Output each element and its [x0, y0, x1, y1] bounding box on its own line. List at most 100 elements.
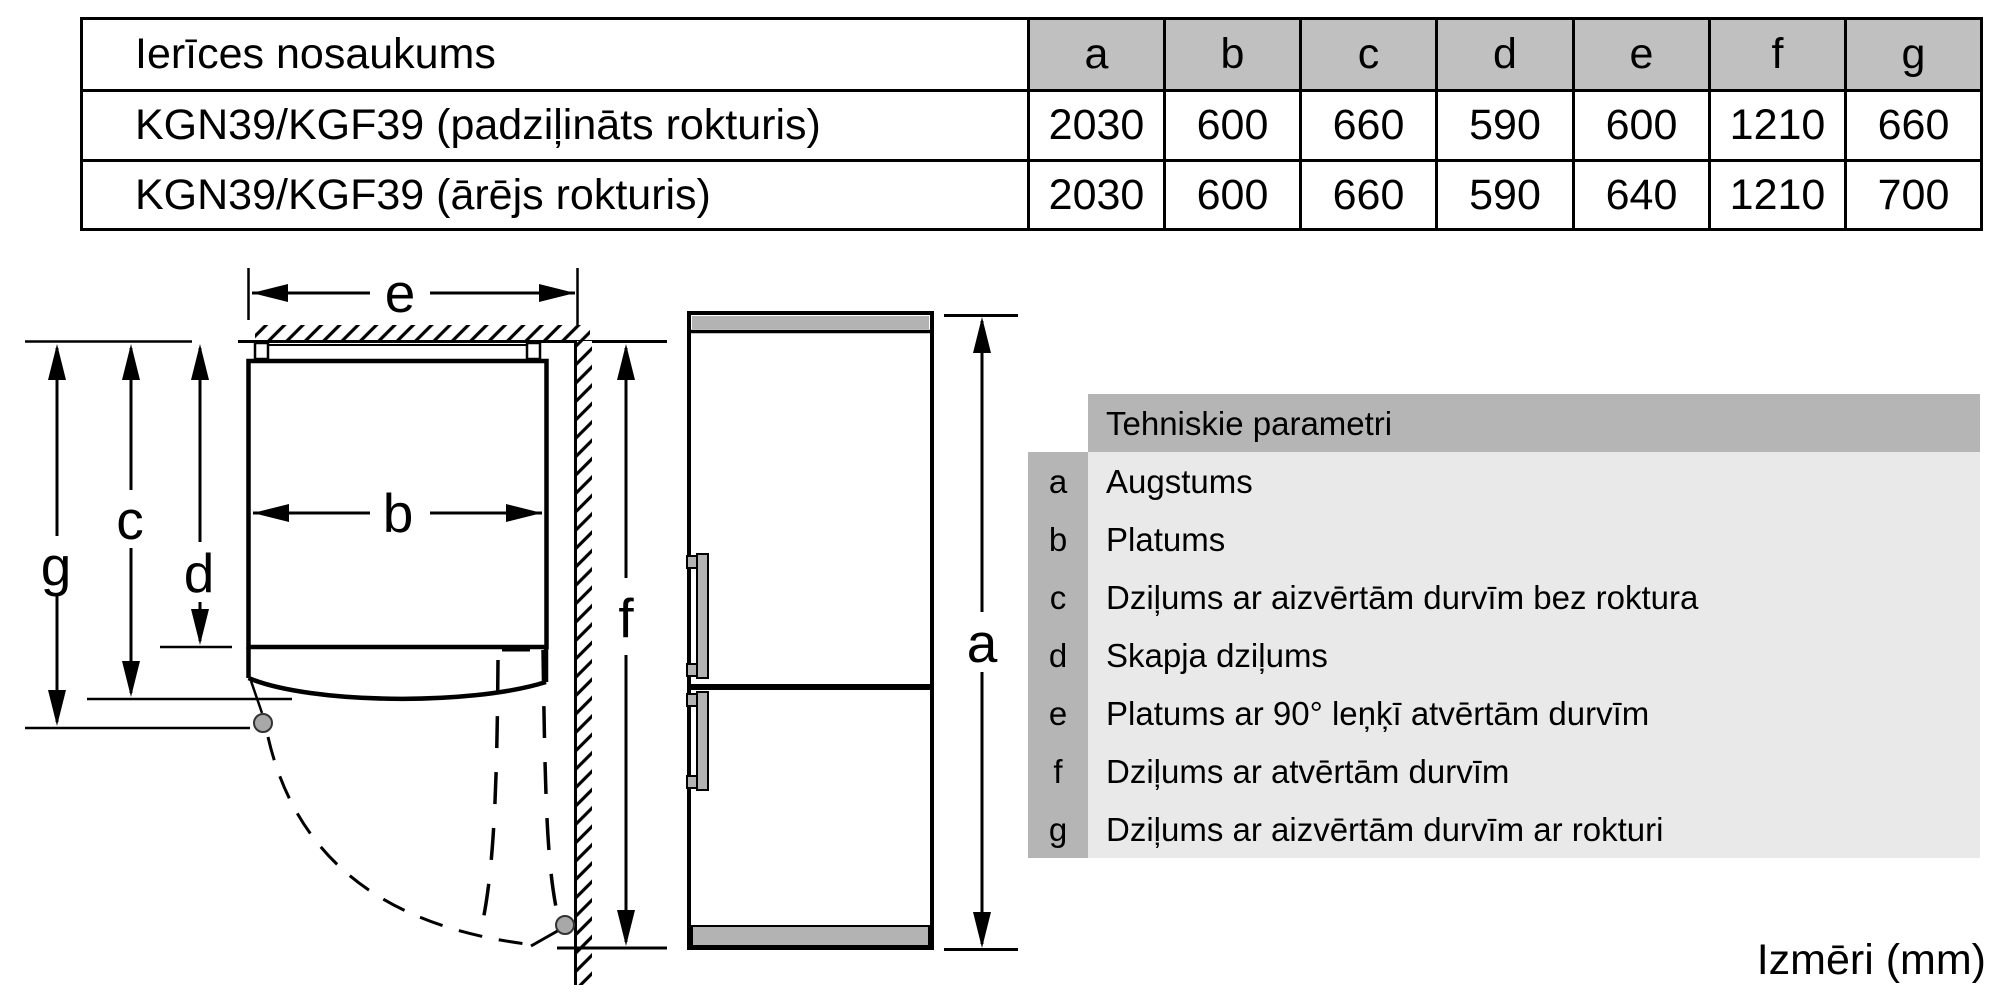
legend-label: Dziļums ar aizvērtām durvīm bez roktura	[1088, 568, 1980, 626]
label-d: d	[184, 542, 215, 604]
legend-row: c Dziļums ar aizvērtām durvīm bez roktur…	[1028, 568, 1980, 626]
open-door-face-outer	[477, 659, 500, 939]
model-name: KGN39/KGF39 (padziļināts rokturis)	[80, 89, 1030, 162]
cabinet-body	[246, 358, 549, 650]
dimension-g	[25, 344, 250, 730]
table-row: KGN39/KGF39 (ārējs rokturis) 2030 600 66…	[80, 159, 1983, 231]
value-b: 600	[1163, 89, 1302, 162]
legend-row: a Augstums	[1028, 452, 1980, 510]
value-f: 1210	[1708, 159, 1847, 231]
base-plinth	[691, 925, 930, 947]
value-d: 590	[1435, 159, 1575, 231]
label-g: g	[41, 535, 72, 597]
arrowhead-up-icon	[617, 344, 635, 380]
arrowhead-left-icon	[253, 504, 289, 522]
legend-key: c	[1028, 568, 1088, 626]
value-g: 700	[1844, 159, 1983, 231]
legend-label: Dziļums ar atvērtām durvīm	[1088, 742, 1980, 800]
table-header-row: Ierīces nosaukums a b c d e f g	[80, 17, 1983, 92]
col-header-e: e	[1572, 17, 1711, 92]
col-header-g: g	[1844, 17, 1983, 92]
units-label: Izmēri (mm)	[1756, 936, 1986, 984]
door-swing	[249, 649, 575, 948]
arrowhead-up-icon	[191, 344, 209, 380]
legend-row: g Dziļums ar aizvērtām durvīm ar rokturi	[1028, 800, 1980, 858]
value-e: 640	[1572, 159, 1711, 231]
legend-label: Platums ar 90° leņķī atvērtām durvīm	[1088, 684, 1980, 742]
dimension-a	[944, 314, 1018, 951]
legend-row: f Dziļums ar atvērtām durvīm	[1028, 742, 1980, 800]
legend-label: Platums	[1088, 510, 1980, 568]
legend-key: f	[1028, 742, 1088, 800]
legend-label: Dziļums ar aizvērtām durvīm ar rokturi	[1088, 800, 1980, 858]
arrowhead-up-icon	[973, 317, 991, 353]
arrowhead-down-icon	[48, 690, 66, 726]
arrowhead-down-icon	[122, 661, 140, 697]
legend-title: Tehniskie parametri	[1088, 394, 1980, 452]
col-header-c: c	[1299, 17, 1438, 92]
label-f: f	[618, 587, 634, 649]
col-header-a: a	[1027, 17, 1166, 92]
arrowhead-right-icon	[506, 504, 542, 522]
legend-key: g	[1028, 800, 1088, 858]
legend-row: e Platums ar 90° leņķī atvērtām durvīm	[1028, 684, 1980, 742]
top-view	[25, 268, 667, 985]
arrowhead-up-icon	[48, 344, 66, 380]
dimension-d	[160, 344, 232, 649]
value-c: 660	[1299, 89, 1438, 162]
table-row: KGN39/KGF39 (padziļināts rokturis) 2030 …	[80, 89, 1983, 162]
value-a: 2030	[1027, 89, 1166, 162]
value-b: 600	[1163, 159, 1302, 231]
arrowhead-down-icon	[617, 910, 635, 946]
col-header-b: b	[1163, 17, 1302, 92]
arrowhead-right-icon	[539, 284, 575, 302]
label-a: a	[967, 612, 998, 674]
value-e: 600	[1572, 89, 1711, 162]
swing-arc	[266, 736, 536, 947]
fridge-body	[687, 311, 934, 950]
col-header-d: d	[1435, 17, 1575, 92]
legend-label: Augstums	[1088, 452, 1980, 510]
legend-key: b	[1028, 510, 1088, 568]
hinge-spacer-left	[253, 341, 270, 361]
dimensions-table: Ierīces nosaukums a b c d e f g KGN39/KG…	[80, 17, 1983, 231]
col-header-f: f	[1708, 17, 1847, 92]
legend-header: Tehniskie parametri	[1028, 394, 1980, 452]
value-c: 660	[1299, 159, 1438, 231]
upper-door-handle	[686, 553, 709, 679]
legend-label: Skapja dziļums	[1088, 626, 1980, 684]
legend-key: e	[1028, 684, 1088, 742]
value-d: 590	[1435, 89, 1575, 162]
cabinet-top-view	[246, 341, 549, 702]
value-a: 2030	[1027, 159, 1166, 231]
model-name: KGN39/KGF39 (ārējs rokturis)	[80, 159, 1030, 231]
dimension-b	[253, 504, 542, 522]
open-door-face-inner	[541, 649, 559, 913]
parameter-legend: Tehniskie parametri a Augstums b Platums…	[1028, 394, 1980, 858]
legend-header-spacer	[1028, 394, 1088, 452]
hinge-spacer-right	[525, 341, 542, 361]
label-b: b	[383, 482, 414, 544]
side-view	[686, 311, 1018, 951]
lower-door-handle	[686, 691, 709, 791]
arrowhead-down-icon	[191, 609, 209, 645]
door-front-curve	[247, 675, 547, 702]
dimension-f	[557, 344, 667, 950]
top-cap	[692, 316, 929, 329]
label-c: c	[116, 489, 144, 551]
door-pivot-left	[253, 713, 273, 733]
door-pivot-right	[555, 915, 575, 935]
table-header-name: Ierīces nosaukums	[80, 17, 1030, 92]
wall-hatching	[25, 325, 667, 985]
arrowhead-left-icon	[252, 284, 288, 302]
value-f: 1210	[1708, 89, 1847, 162]
value-g: 660	[1844, 89, 1983, 162]
arrowhead-down-icon	[973, 912, 991, 948]
dimension-labels: e b g c d f a	[41, 262, 998, 674]
legend-row: b Platums	[1028, 510, 1980, 568]
dimension-e	[247, 268, 579, 333]
legend-row: d Skapja dziļums	[1028, 626, 1980, 684]
legend-key: a	[1028, 452, 1088, 510]
